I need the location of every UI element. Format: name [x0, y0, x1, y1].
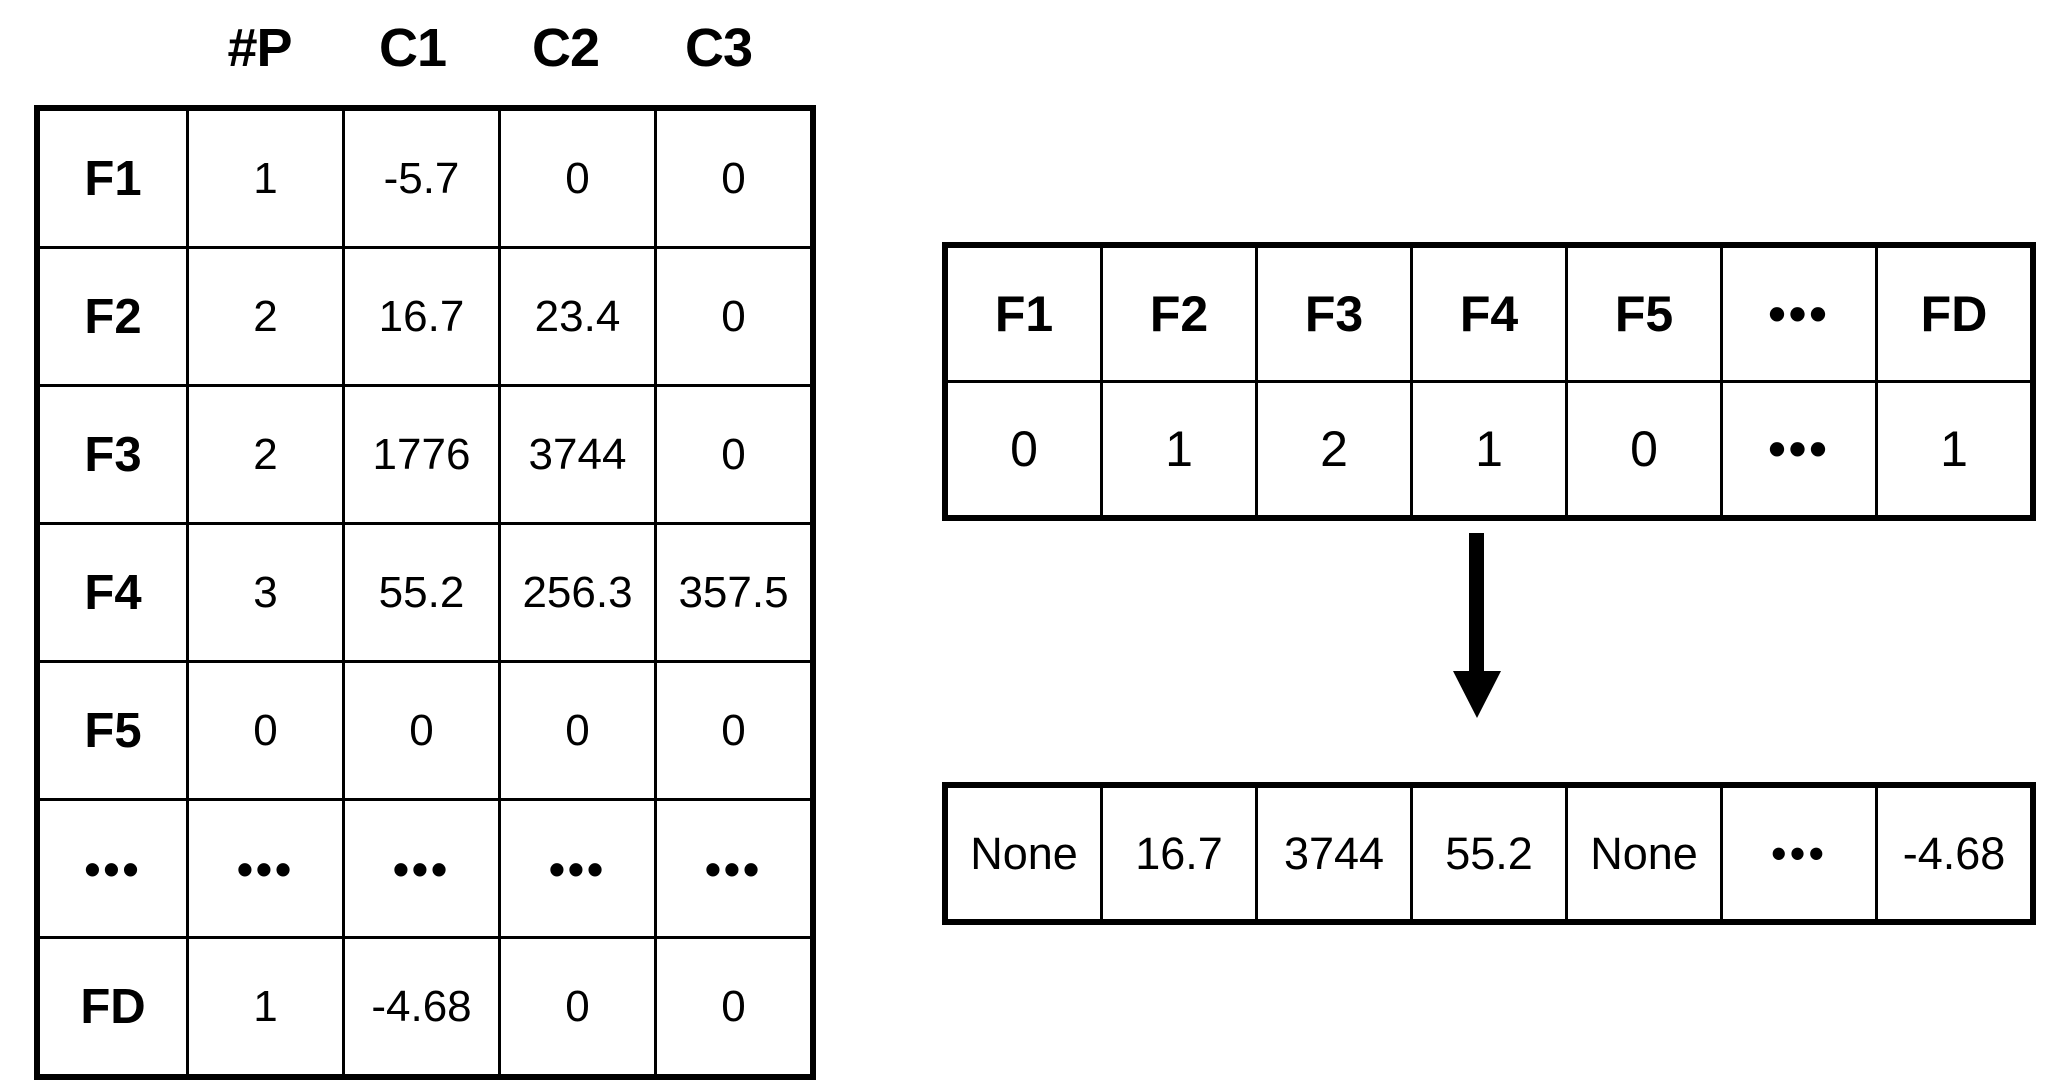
cell-f5-c2: 0	[498, 660, 657, 801]
feature-index-vector: F1 F2 F3 F4 F5 ••• FD 0 1 2 1 0 ••• 1	[942, 242, 2036, 521]
vector-header-fd: FD	[1875, 245, 2033, 383]
selected-value-f3: 3744	[1255, 785, 1413, 922]
vector-value-f1: 0	[945, 380, 1103, 518]
vector-header-f2: F2	[1100, 245, 1258, 383]
cell-ellipsis-p: •••	[186, 798, 345, 939]
cell-f2-p: 2	[186, 246, 345, 387]
cell-ellipsis-c1: •••	[342, 798, 501, 939]
selected-value-fd: -4.68	[1875, 785, 2033, 922]
selected-value-ellipsis: •••	[1720, 785, 1878, 922]
vector-header-f4: F4	[1410, 245, 1568, 383]
left-table-column-headers: #P C1 C2 C3	[37, 8, 795, 88]
table-row-ellipsis: ••• ••• ••• ••• •••	[37, 798, 813, 939]
vector-header-f3: F3	[1255, 245, 1413, 383]
row-label-fd: FD	[37, 936, 189, 1077]
cell-f1-c1: -5.7	[342, 108, 501, 249]
table-row: F4 3 55.2 256.3 357.5	[37, 522, 813, 663]
table-row: F5 0 0 0 0	[37, 660, 813, 801]
vector-value-f5: 0	[1565, 380, 1723, 518]
cell-f2-c3: 0	[654, 246, 813, 387]
vector-value-f4: 1	[1410, 380, 1568, 518]
left-table-header-p: #P	[227, 18, 292, 78]
vector-header-f5: F5	[1565, 245, 1723, 383]
cell-ellipsis-c3: •••	[654, 798, 813, 939]
selected-value-f1: None	[945, 785, 1103, 922]
cell-f5-p: 0	[186, 660, 345, 801]
cell-fd-c1: -4.68	[342, 936, 501, 1077]
cell-f4-p: 3	[186, 522, 345, 663]
row-label-f4: F4	[37, 522, 189, 663]
left-table-header-c2: C2	[531, 18, 600, 78]
cell-f2-c2: 23.4	[498, 246, 657, 387]
cell-f1-c3: 0	[654, 108, 813, 249]
selected-value-f2: 16.7	[1100, 785, 1258, 922]
vector-header-ellipsis: •••	[1720, 245, 1878, 383]
arrow-down-icon	[1453, 533, 1501, 718]
row-label-ellipsis: •••	[37, 798, 189, 939]
vector-value-f3: 2	[1255, 380, 1413, 518]
vector-value-f2: 1	[1100, 380, 1258, 518]
cell-f3-c3: 0	[654, 384, 813, 525]
cell-f5-c3: 0	[654, 660, 813, 801]
cell-f5-c1: 0	[342, 660, 501, 801]
cell-f3-p: 2	[186, 384, 345, 525]
row-label-f3: F3	[37, 384, 189, 525]
table-row: F1 1 -5.7 0 0	[37, 108, 813, 249]
cell-f2-c1: 16.7	[342, 246, 501, 387]
vector-header-f1: F1	[945, 245, 1103, 383]
cell-f1-c2: 0	[498, 108, 657, 249]
selected-value-f5: None	[1565, 785, 1723, 922]
cell-fd-c3: 0	[654, 936, 813, 1077]
table-row-values: 0 1 2 1 0 ••• 1	[945, 380, 2033, 518]
cell-f4-c2: 256.3	[498, 522, 657, 663]
row-label-f2: F2	[37, 246, 189, 387]
table-row: FD 1 -4.68 0 0	[37, 936, 813, 1077]
table-row: F3 2 1776 3744 0	[37, 384, 813, 525]
row-label-f1: F1	[37, 108, 189, 249]
cell-f1-p: 1	[186, 108, 345, 249]
selected-value-f4: 55.2	[1410, 785, 1568, 922]
vector-value-ellipsis: •••	[1720, 380, 1878, 518]
vector-value-fd: 1	[1875, 380, 2033, 518]
cell-fd-p: 1	[186, 936, 345, 1077]
cell-f4-c3: 357.5	[654, 522, 813, 663]
cell-fd-c2: 0	[498, 936, 657, 1077]
table-row-headers: F1 F2 F3 F4 F5 ••• FD	[945, 245, 2033, 383]
table-row: F2 2 16.7 23.4 0	[37, 246, 813, 387]
left-table-header-c1: C1	[378, 18, 447, 78]
selected-value-vector: None 16.7 3744 55.2 None ••• -4.68	[942, 782, 2036, 925]
row-label-f5: F5	[37, 660, 189, 801]
left-table-header-c3: C3	[684, 18, 753, 78]
cell-f4-c1: 55.2	[342, 522, 501, 663]
cell-ellipsis-c2: •••	[498, 798, 657, 939]
cell-f3-c1: 1776	[342, 384, 501, 525]
cell-f3-c2: 3744	[498, 384, 657, 525]
table-row: None 16.7 3744 55.2 None ••• -4.68	[945, 785, 2033, 922]
feature-statistics-table: F1 1 -5.7 0 0 F2 2 16.7 23.4 0 F3 2 1776…	[34, 105, 816, 1080]
